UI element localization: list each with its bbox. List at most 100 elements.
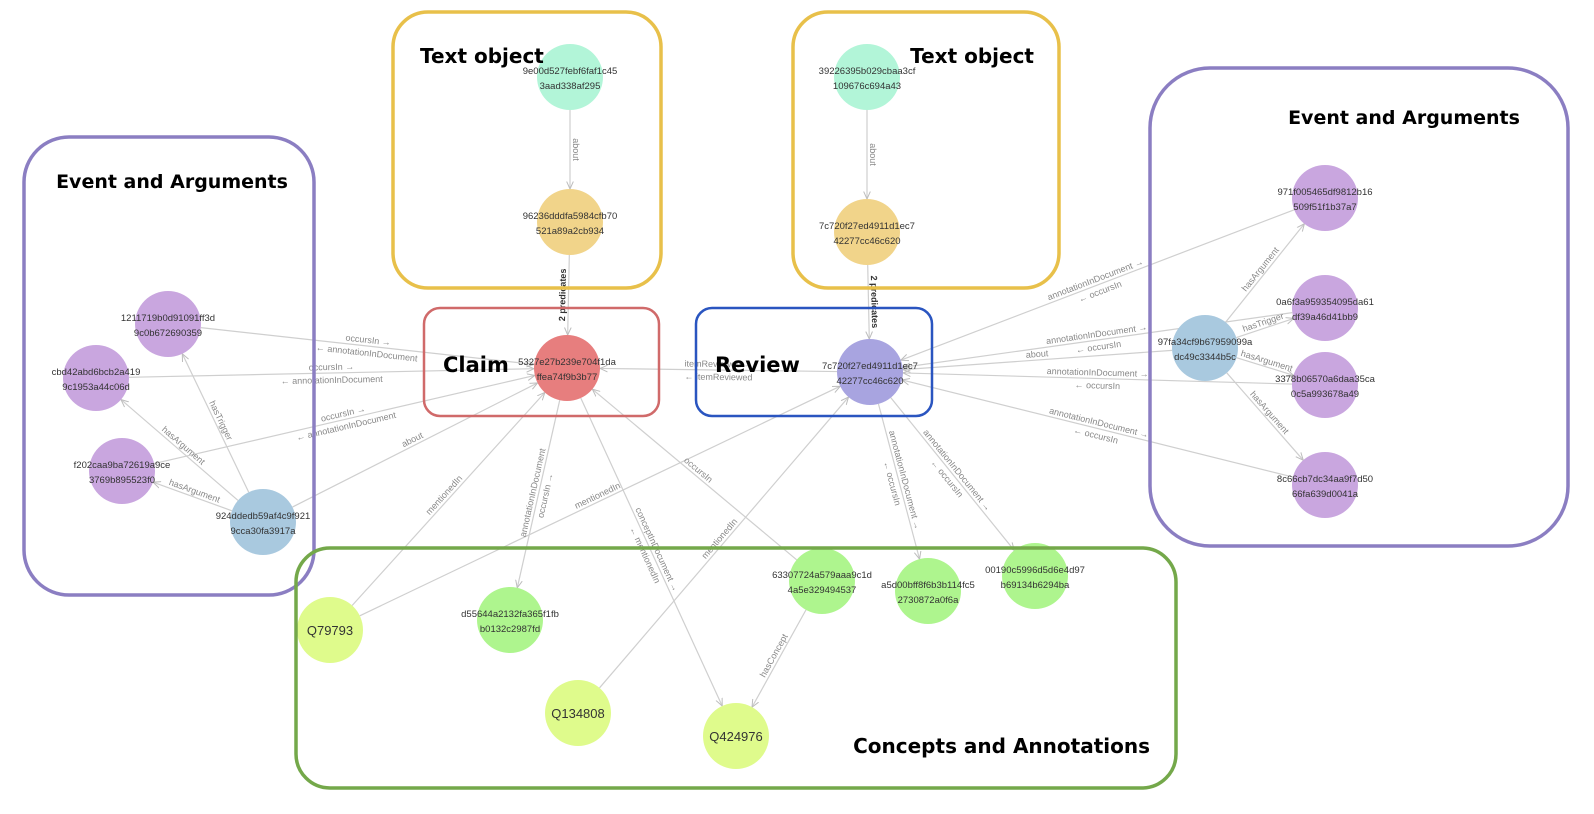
edge-label: 2 predicates [557, 269, 568, 322]
node-circle[interactable] [537, 44, 603, 110]
edge-line [1226, 372, 1304, 460]
node-circle[interactable] [895, 558, 961, 624]
edge-line [890, 397, 1014, 551]
edge-d1-claim: 2 predicates [557, 254, 569, 335]
group-border [694, 306, 934, 418]
edge-line [902, 380, 1294, 478]
node-label: Q424976 [709, 729, 763, 744]
node-label: 63307724a579aaa9c1d [772, 570, 872, 581]
edge-le-claim: about [292, 383, 537, 508]
edge-label: occursIn [682, 455, 715, 484]
graph-node-t2[interactable]: 39226395b029cbaa3cf 109676c694a43 [819, 44, 916, 110]
node-circle[interactable] [89, 438, 155, 504]
graph-node-la2[interactable]: cbd42abd6bcb2a419 9c1953a44c06d [52, 345, 141, 411]
node-label: 96236dddfa5984cfb70 [523, 211, 618, 222]
group-border [22, 135, 316, 597]
node-label: ffea74f9b3b77 [537, 372, 598, 383]
node-circle[interactable] [1292, 275, 1358, 341]
node-label: 0c5a993678a49 [1291, 389, 1359, 400]
node-label: 9c1953a44c06d [62, 382, 130, 393]
group-border [391, 10, 663, 290]
group-border [791, 10, 1061, 290]
graph-node-a2[interactable]: 63307724a579aaa9c1d 4a5e329494537 [772, 548, 872, 614]
edge-line [200, 327, 534, 365]
edge-review-a3: annotationInDocument →← occursIn [877, 403, 923, 559]
node-circle[interactable] [545, 680, 611, 746]
node-circle[interactable] [837, 339, 903, 405]
node-label: 42277cc46c620 [836, 376, 903, 387]
node-label: Q134808 [551, 706, 605, 721]
node-label: 39226395b029cbaa3cf [819, 66, 916, 77]
graph-node-q3[interactable]: Q424976 [703, 703, 769, 769]
edge-ra3-review: annotationInDocument →← occursIn [903, 366, 1293, 391]
edge-line [592, 389, 798, 561]
node-circle[interactable] [789, 548, 855, 614]
edge-label: hasTrigger [1241, 311, 1285, 334]
node-circle[interactable] [703, 703, 769, 769]
node-circle[interactable] [135, 291, 201, 357]
group-title: Review [715, 353, 800, 377]
node-label: Q79793 [307, 623, 353, 638]
node-circle[interactable] [537, 189, 603, 255]
node-circle[interactable] [834, 44, 900, 110]
node-circle[interactable] [834, 199, 900, 265]
node-label: 971f005465df9812b16 [1277, 187, 1372, 198]
edge-label: mentionedIn [573, 480, 622, 510]
node-circle[interactable] [1292, 452, 1358, 518]
node-circle[interactable] [1002, 543, 1068, 609]
edge-re-ra2: hasTrigger [1236, 311, 1293, 339]
edge-label: 2 predicates [869, 276, 880, 329]
group-border [294, 546, 1178, 790]
edge-label: ← itemReviewed [684, 372, 752, 383]
edge-line [181, 354, 250, 493]
node-circle[interactable] [1172, 315, 1238, 381]
node-circle[interactable] [534, 335, 600, 401]
edge-la2-claim: occursIn →← annotationInDocument [128, 362, 534, 386]
graph-node-claim[interactable]: 5327e27b239e704f1da ffea74f9b3b77 [518, 335, 617, 401]
graph-node-q2[interactable]: Q134808 [545, 680, 611, 746]
node-label: 5327e27b239e704f1da [518, 357, 616, 368]
edge-label: hasConcept [758, 632, 790, 679]
node-circle[interactable] [477, 587, 543, 653]
node-label: 4a5e329494537 [788, 585, 857, 596]
edge-a2-q3: hasConcept [752, 609, 807, 707]
node-label: b69134b6294ba [1001, 580, 1070, 591]
group-title: Text object [910, 44, 1034, 68]
node-label: 3aad338af295 [540, 81, 601, 92]
node-label: 42277cc46c620 [833, 236, 900, 247]
node-label: 109676c694a43 [833, 81, 901, 92]
node-circle[interactable] [63, 345, 129, 411]
edge-line [359, 385, 840, 617]
node-label: f202caa9ba72619a9ce [74, 460, 171, 471]
node-circle[interactable] [1292, 165, 1358, 231]
edge-label: ← occursIn [1075, 339, 1121, 355]
node-circle[interactable] [230, 489, 296, 555]
node-label: 0a6f3a959354095da61 [1276, 297, 1374, 308]
edge-label: about [571, 138, 581, 161]
node-label: 2730872a0f6a [898, 595, 959, 606]
group-title: Event and Arguments [1288, 107, 1520, 129]
edge-line [292, 383, 537, 508]
group-claim: Claim [422, 306, 661, 418]
group-title: Text object [420, 44, 544, 68]
node-circle[interactable] [1292, 352, 1358, 418]
node-circle[interactable] [297, 597, 363, 663]
graph-node-q1[interactable]: Q79793 [297, 597, 363, 663]
node-label: cbd42abd6bcb2a419 [52, 367, 141, 378]
edge-line [903, 349, 1173, 369]
